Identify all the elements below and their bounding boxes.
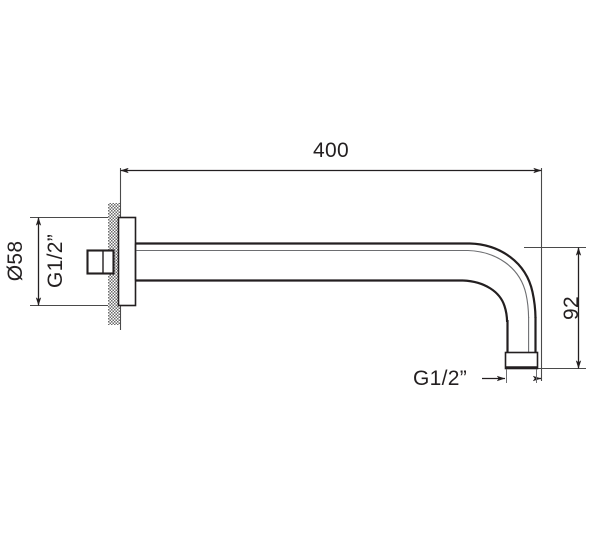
flange-body bbox=[117, 216, 137, 307]
elbow-outer-arc bbox=[469, 242, 537, 319]
inlet-thread-label: G1/2” bbox=[44, 234, 67, 288]
elbow-outer-inner-arc bbox=[467, 249, 530, 319]
inlet-thread-stub bbox=[86, 249, 115, 275]
outlet-collar-body bbox=[504, 351, 539, 370]
annotation-outlet-thread: G1/2” bbox=[413, 367, 542, 390]
elbow-inner-arc bbox=[462, 279, 509, 323]
dimension-92: 92 bbox=[560, 247, 583, 369]
elbow-bend bbox=[462, 242, 537, 323]
wall-flange bbox=[117, 216, 137, 307]
dimension-58-label: Ø58 bbox=[4, 241, 27, 282]
inlet-thread-body bbox=[86, 249, 115, 275]
outlet-thread-collar bbox=[504, 351, 539, 370]
annotation-inlet-thread: G1/2” bbox=[44, 234, 67, 288]
outlet-spout bbox=[506, 317, 537, 353]
dimension-400: 400 bbox=[120, 139, 542, 174]
dimension-400-label: 400 bbox=[313, 139, 349, 162]
dimension-92-label: 92 bbox=[560, 296, 583, 320]
dimension-diameter-58: Ø58 bbox=[4, 217, 42, 306]
outlet-thread-label: G1/2” bbox=[413, 367, 467, 390]
shower-arm-body bbox=[134, 242, 470, 282]
